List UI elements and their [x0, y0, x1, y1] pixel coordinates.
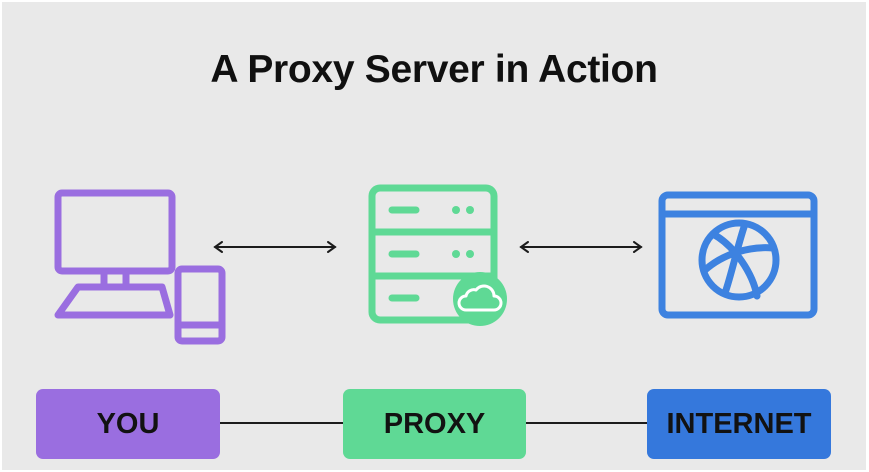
- browser-globe-icon: [657, 190, 819, 320]
- bidirectional-arrow: [518, 240, 644, 259]
- internet-label-box: INTERNET: [647, 389, 831, 459]
- computer-and-phone-icon: [52, 187, 227, 347]
- server-cloud-icon: [366, 182, 516, 327]
- proxy-label-box: PROXY: [343, 389, 526, 459]
- connector-line: [220, 422, 343, 424]
- diagram-title: A Proxy Server in Action: [210, 48, 658, 91]
- bidirectional-arrow: [212, 240, 338, 259]
- connector-line: [526, 422, 647, 424]
- you-label-box: YOU: [36, 389, 220, 459]
